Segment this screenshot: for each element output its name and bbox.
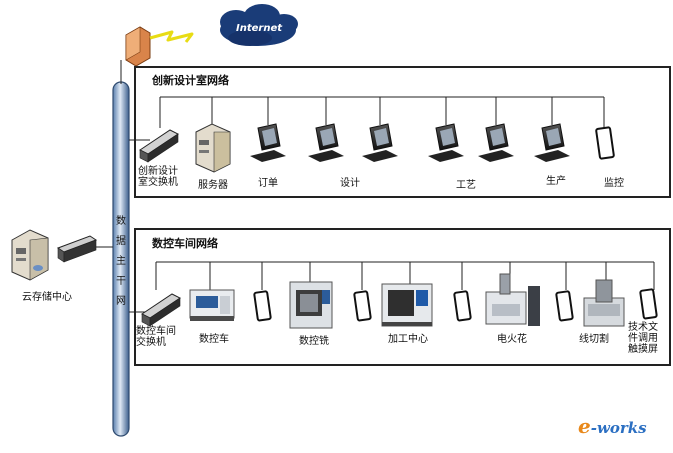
pc-process-1-icon bbox=[428, 123, 464, 162]
machining-center-label: 加工中心 bbox=[388, 334, 428, 345]
logo-e: e bbox=[578, 414, 591, 438]
firewall-icon bbox=[125, 26, 151, 67]
pc-design-2-icon bbox=[362, 123, 398, 162]
lathe-label: 数控车 bbox=[199, 334, 229, 345]
design-server-label: 服务器 bbox=[198, 180, 228, 191]
cnc-mill-icon bbox=[289, 281, 333, 329]
design-server-icon bbox=[195, 123, 231, 173]
internet-label: Internet bbox=[236, 23, 283, 34]
cnc-switch-label: 数控车间交换机 bbox=[136, 326, 176, 348]
design-label: 设计 bbox=[340, 178, 360, 189]
logo-rest: -works bbox=[590, 419, 647, 437]
touchscreen-3-icon bbox=[453, 290, 472, 322]
monitor-label: 监控 bbox=[604, 178, 624, 189]
cloud-center-label: 云存储中心 bbox=[22, 292, 72, 303]
monitor-tablet-icon bbox=[595, 126, 615, 160]
production-label: 生产 bbox=[546, 176, 566, 187]
wire-cut-machine-icon bbox=[583, 279, 625, 327]
design-network-box bbox=[134, 66, 671, 198]
cnc-switch-icon bbox=[141, 293, 181, 327]
touchscreen-5-icon bbox=[639, 288, 658, 320]
touchscreen-1-icon bbox=[253, 290, 272, 322]
touchscreen-2-icon bbox=[353, 290, 372, 322]
mill-label: 数控铣 bbox=[299, 336, 329, 347]
cnc-network-title: 数控车间网络 bbox=[152, 237, 218, 250]
design-switch-label: 创新设计室交换机 bbox=[138, 166, 178, 188]
pc-process-2-icon bbox=[478, 123, 514, 162]
backbone-label: 数据主干网 bbox=[116, 216, 126, 307]
touchscreen-4-icon bbox=[555, 290, 574, 322]
lightning-icon bbox=[149, 30, 194, 43]
cnc-lathe-icon bbox=[189, 289, 235, 321]
eworks-logo: e-works bbox=[578, 414, 647, 438]
edm-label: 电火花 bbox=[497, 334, 527, 345]
wire-cut-label: 线切割 bbox=[579, 334, 609, 345]
cloud-switch-icon bbox=[56, 235, 98, 263]
process-label: 工艺 bbox=[456, 180, 476, 191]
tech-doc-label: 技术文件调用触摸屏 bbox=[628, 322, 658, 355]
machining-center-icon bbox=[381, 283, 433, 327]
design-switch-icon bbox=[139, 129, 179, 163]
pc-production-icon bbox=[534, 123, 570, 162]
pc-order-icon bbox=[250, 123, 286, 162]
cnc-network-box bbox=[134, 228, 671, 366]
order-label: 订单 bbox=[258, 178, 278, 189]
cloud-server-icon bbox=[11, 229, 49, 281]
edm-machine-icon bbox=[485, 273, 540, 326]
design-network-title: 创新设计室网络 bbox=[152, 74, 229, 87]
pc-design-1-icon bbox=[308, 123, 344, 162]
internet-cloud-icon bbox=[220, 4, 298, 46]
